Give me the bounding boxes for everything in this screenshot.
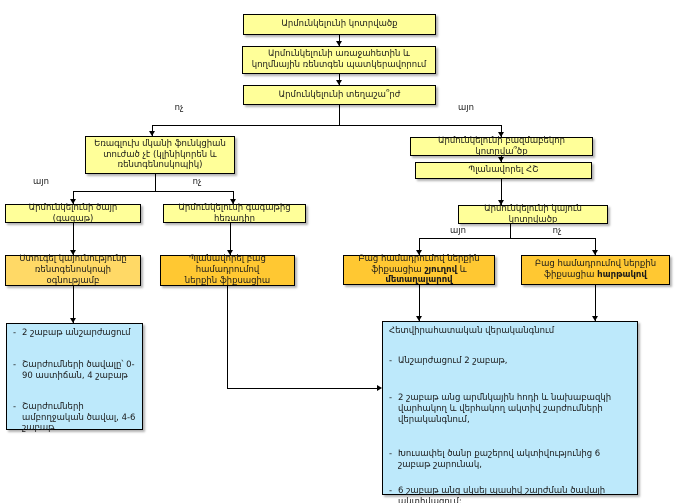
connector bbox=[230, 223, 231, 255]
node-comminuted-question: Արմունկելունի բազմաբեկոր կոտրվա՞ծք bbox=[410, 136, 593, 157]
orif-plate-line2-pre: ֆիքսացիա bbox=[544, 270, 598, 280]
arrow-icon bbox=[149, 131, 155, 136]
orif-wire-line1: Բաց համադրումով ներքին bbox=[358, 253, 480, 264]
panel-title: Հետվիրահատական վերականգնում bbox=[389, 326, 555, 336]
edge-label-yes: այո bbox=[450, 226, 466, 236]
bullet-dash: - bbox=[389, 355, 393, 366]
connector bbox=[152, 125, 502, 126]
bullet-dash: - bbox=[389, 449, 393, 460]
list-item-text: Շարժումների ամբողջական ծավալ, 4-6 շաբաթ bbox=[22, 401, 136, 434]
arrow-icon bbox=[498, 132, 504, 137]
connector bbox=[501, 179, 502, 205]
list-item: - 6 շաբաթ անց սկսել պասիվ շարժման ծավալի… bbox=[389, 486, 631, 503]
connector bbox=[73, 191, 233, 192]
arrow-icon bbox=[70, 250, 76, 255]
list-item: - Շարժումների ամբողջական ծավալ, 4-6 շաբա… bbox=[13, 402, 136, 435]
node-stable-fracture: Արմունկելունի կայուն կոտրվածք bbox=[458, 204, 608, 225]
orif-wire-cerclage: մետաղալարով bbox=[385, 275, 453, 286]
arrow-icon bbox=[592, 250, 598, 255]
node-plan-ct: Պլանավորել ՀՇ bbox=[415, 162, 592, 179]
list-item: - 2 շաբաթ անց արմնկային հոդի և նախաբազկի… bbox=[389, 393, 631, 426]
connector bbox=[501, 125, 502, 137]
panel-rehab-postoperative: Հետվիրահատական վերականգնում - Անշարժացու… bbox=[382, 321, 638, 503]
list-item: - 2 շաբաթ անշարժացում bbox=[13, 328, 136, 339]
connector bbox=[339, 35, 340, 46]
node-xray-imaging: Արմունկելունի առաջահետին և կողմնային ռեն… bbox=[242, 46, 436, 74]
connector bbox=[339, 74, 340, 85]
bullet-dash: - bbox=[389, 486, 393, 497]
arrow-icon bbox=[498, 157, 504, 162]
node-plan-orif: Պլանավորել բաց համադրումով ներքին ֆիքսաց… bbox=[160, 254, 295, 286]
list-item-text: Շարժումների ծավալը՝ 0-90 աստիճան, 4 շաբա… bbox=[22, 359, 135, 381]
orif-plate-line2: ֆիքսացիա հարթակով bbox=[544, 270, 647, 281]
orif-wire-and: և bbox=[457, 264, 467, 275]
arrow-icon bbox=[336, 80, 342, 85]
arrow-icon bbox=[416, 250, 422, 255]
connector bbox=[227, 286, 228, 388]
node-check-stability: Ստուգել կայունությունը ռենտգենոսկոպի օգն… bbox=[5, 254, 141, 286]
connector bbox=[419, 238, 595, 239]
node-displacement-question: Արմունկելունի տեղաշա՞րժ bbox=[243, 85, 436, 105]
arrow-icon bbox=[377, 385, 382, 391]
orif-wire-line2: ֆիքսացիա շյուղով և մետաղալարով bbox=[347, 265, 491, 287]
connector bbox=[73, 286, 74, 323]
orif-plate-line1: Բաց համադրումով ներքին bbox=[534, 259, 657, 270]
arrow-icon bbox=[70, 318, 76, 323]
arrow-icon bbox=[416, 316, 422, 321]
node-olecranon-fracture: Արմունկելունի կոտրվածք bbox=[243, 14, 436, 35]
list-item-text: 6 շաբաթ անց սկսել պասիվ շարժման ծավալի ա… bbox=[398, 486, 606, 503]
bullet-dash: - bbox=[13, 359, 17, 370]
list-item-text: 2 շաբաթ անշարժացում bbox=[22, 328, 131, 338]
connector bbox=[73, 191, 74, 204]
connector bbox=[595, 285, 596, 321]
orif-wire-kwire: շյուղով bbox=[424, 264, 458, 275]
arrow-icon bbox=[336, 41, 342, 46]
edge-label-no: ոչ bbox=[192, 177, 202, 187]
list-item-text: Անշարժացում 2 շաբաթ, bbox=[398, 355, 508, 366]
list-item: - Խուսափել ծանր քաշերով ակտիվությունից 6… bbox=[389, 449, 631, 471]
arrow-icon bbox=[227, 250, 233, 255]
orif-plate-plate: հարթակով bbox=[597, 270, 647, 280]
arrow-icon bbox=[230, 199, 236, 204]
edge-label-yes: այո bbox=[458, 103, 474, 113]
connector bbox=[227, 388, 379, 389]
arrow-icon bbox=[498, 200, 504, 205]
bullet-dash: - bbox=[389, 392, 393, 403]
arrow-icon bbox=[592, 316, 598, 321]
bullet-dash: - bbox=[13, 401, 17, 412]
node-orif-wire: Բաց համադրումով ներքին ֆիքսացիա շյուղով … bbox=[343, 253, 495, 287]
bullet-dash: - bbox=[13, 328, 17, 338]
connector bbox=[339, 105, 340, 125]
node-tip-fracture: Արմունկելունի ծայր (գագաթ) bbox=[5, 203, 141, 224]
connector bbox=[73, 223, 74, 255]
edge-label-yes: այո bbox=[33, 177, 49, 187]
orif-wire-line2-pre: ֆիքսացիա bbox=[371, 264, 425, 275]
connector bbox=[152, 125, 153, 136]
connector bbox=[155, 174, 156, 191]
edge-label-no: ոչ bbox=[552, 226, 562, 236]
edge-label-no: ոչ bbox=[174, 103, 184, 113]
connector bbox=[419, 285, 420, 321]
connector bbox=[595, 238, 596, 255]
node-orif-plate: Բաց համադրումով ներքին ֆիքսացիա հարթակով bbox=[521, 255, 670, 285]
panel-rehab-nonoperative: - 2 շաբաթ անշարժացում - Շարժումների ծավա… bbox=[6, 323, 143, 433]
arrow-icon bbox=[70, 199, 76, 204]
connector bbox=[419, 238, 420, 255]
list-item: - Անշարժացում 2 շաբաթ, bbox=[389, 356, 631, 367]
connector bbox=[233, 191, 234, 204]
list-item-text: 2 շաբաթ անց արմնկային հոդի և նախաբազկի վ… bbox=[398, 392, 612, 425]
list-item-text: Խուսափել ծանր քաշերով ակտիվությունից 6 շ… bbox=[398, 449, 601, 471]
node-distal-fracture: Արմունկելունի գագաթից հեռադիր bbox=[163, 203, 306, 224]
node-triceps-function: Եռագլուխ մկանի ֆունկցիան տուժած չէ (կլին… bbox=[85, 136, 235, 174]
list-item: - Շարժումների ծավալը՝ 0-90 աստիճան, 4 շա… bbox=[13, 360, 136, 382]
connector bbox=[510, 224, 511, 238]
